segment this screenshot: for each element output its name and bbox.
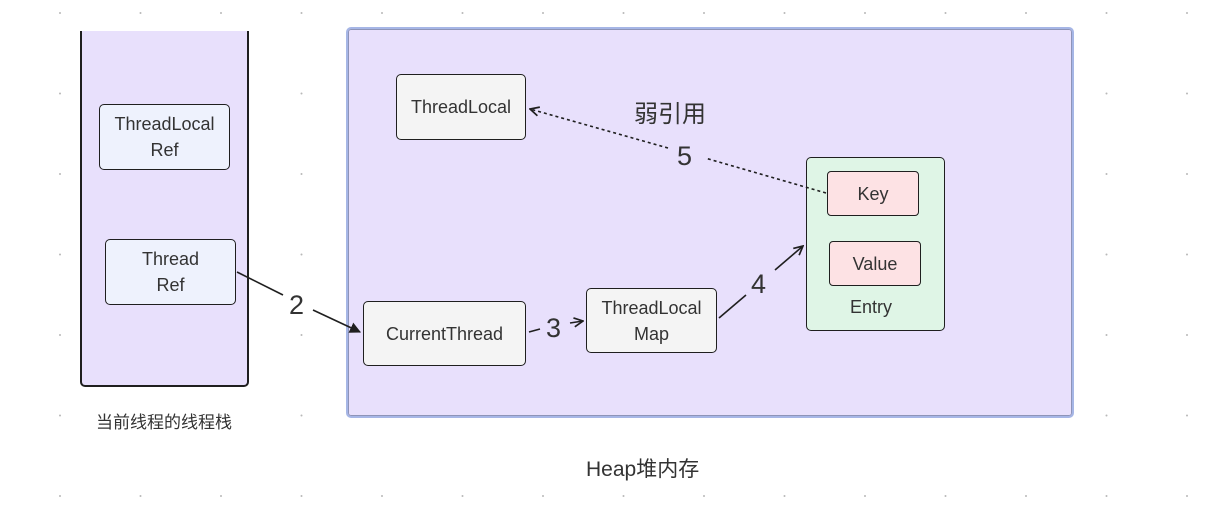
grid-dot bbox=[1105, 414, 1108, 417]
grid-dot bbox=[783, 495, 786, 497]
grid-dot bbox=[864, 12, 866, 14]
grid-dot bbox=[220, 495, 222, 497]
grid-dot bbox=[461, 495, 464, 497]
grid-dot bbox=[461, 12, 464, 14]
threadlocal-label: ThreadLocal bbox=[410, 97, 512, 117]
edge-2-label: 2 bbox=[289, 290, 305, 320]
grid-dot bbox=[864, 495, 866, 497]
grid-dot bbox=[300, 495, 303, 497]
thread-ref-node[interactable]: Thread Ref bbox=[105, 239, 236, 305]
grid-dot bbox=[1105, 334, 1108, 336]
thread-ref-label-line1: Thread bbox=[141, 249, 200, 269]
grid-dot bbox=[703, 495, 705, 497]
thread-stack-container bbox=[80, 31, 249, 387]
grid-dot bbox=[1105, 495, 1108, 497]
key-label: Key bbox=[857, 183, 889, 204]
grid-dot bbox=[300, 92, 303, 95]
threadlocal-node[interactable]: ThreadLocal bbox=[396, 74, 526, 140]
grid-dot bbox=[622, 495, 625, 497]
grid-dot bbox=[1105, 92, 1108, 95]
grid-dot bbox=[1025, 495, 1027, 497]
threadlocal-map-node[interactable]: ThreadLocal Map bbox=[586, 288, 717, 353]
grid-dot bbox=[220, 12, 222, 14]
grid-dot bbox=[139, 414, 142, 417]
entry-label: Entry bbox=[850, 297, 893, 317]
grid-dot bbox=[1105, 253, 1108, 256]
grid-dot bbox=[59, 173, 61, 175]
grid-dot bbox=[1186, 334, 1188, 336]
edge-5-label: 5 bbox=[677, 141, 693, 171]
grid-dot bbox=[1025, 12, 1027, 14]
thread-stack-caption: 当前线程的线程栈 bbox=[96, 413, 232, 432]
weak-reference-label: 弱引用 bbox=[634, 101, 706, 128]
threadlocal-ref-node[interactable]: ThreadLocal Ref bbox=[99, 104, 230, 170]
threadlocal-map-label-line2: Map bbox=[633, 323, 669, 344]
grid-dot bbox=[1186, 495, 1188, 497]
current-thread-label: CurrentThread bbox=[385, 323, 504, 344]
heap-caption: Heap堆内存 bbox=[586, 458, 700, 481]
value-label: Value bbox=[852, 253, 898, 274]
grid-dot bbox=[783, 12, 786, 14]
threadlocal-ref-label-line2: Ref bbox=[150, 140, 179, 160]
grid-dot bbox=[1186, 253, 1188, 256]
grid-dot bbox=[300, 173, 303, 175]
edge-4-label: 4 bbox=[751, 269, 767, 299]
grid-dot bbox=[300, 12, 303, 14]
grid-dot bbox=[1105, 173, 1108, 175]
grid-dot bbox=[59, 12, 61, 14]
key-node[interactable]: Key bbox=[827, 171, 919, 216]
grid-dot bbox=[59, 495, 61, 497]
grid-dot bbox=[59, 334, 61, 336]
grid-dot bbox=[300, 334, 303, 336]
grid-dot bbox=[381, 495, 383, 497]
grid-dot bbox=[622, 12, 625, 14]
grid-dot bbox=[139, 495, 142, 497]
grid-dot bbox=[300, 253, 303, 256]
grid-dot bbox=[542, 495, 544, 497]
grid-dot bbox=[59, 92, 61, 95]
grid-dot bbox=[1105, 12, 1108, 14]
grid-dot bbox=[1186, 12, 1188, 14]
grid-dot bbox=[703, 12, 705, 14]
current-thread-node[interactable]: CurrentThread bbox=[363, 301, 526, 366]
value-node[interactable]: Value bbox=[829, 241, 921, 286]
grid-dot bbox=[944, 12, 947, 14]
grid-dot bbox=[1186, 414, 1188, 417]
grid-dot bbox=[59, 414, 61, 417]
grid-dot bbox=[542, 12, 544, 14]
edge-3-label: 3 bbox=[546, 313, 562, 343]
grid-dot bbox=[300, 414, 303, 417]
thread-ref-label-line2: Ref bbox=[156, 275, 185, 295]
grid-dot bbox=[139, 12, 142, 14]
grid-dot bbox=[1186, 173, 1188, 175]
grid-dot bbox=[1186, 92, 1188, 95]
grid-dot bbox=[381, 12, 383, 14]
grid-dot bbox=[59, 253, 61, 256]
threadlocal-ref-label-line1: ThreadLocal bbox=[114, 114, 215, 134]
grid-dot bbox=[944, 495, 947, 497]
threadlocal-map-label-line1: ThreadLocal bbox=[601, 297, 702, 318]
grid-dot bbox=[220, 414, 222, 417]
